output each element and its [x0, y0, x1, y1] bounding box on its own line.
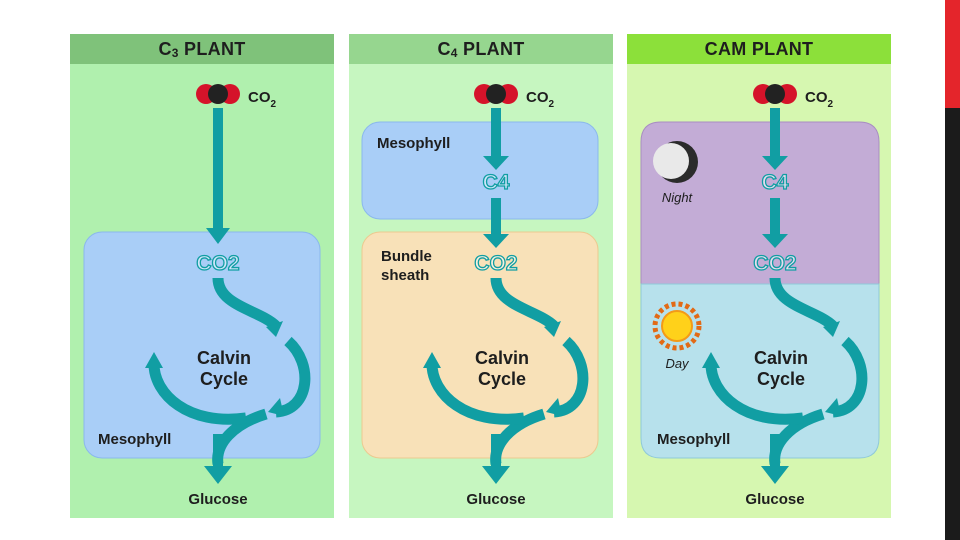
moon-icon: [653, 141, 698, 183]
co2-fixed-label: CO2: [196, 252, 239, 275]
day-label: Day: [665, 356, 690, 371]
glucose-outflow-arrow-icon: [482, 434, 510, 484]
cycle-arrowhead-icon: [266, 321, 283, 337]
calvin-cycle-label: Cycle: [200, 369, 248, 389]
mesophyll-region: [83, 231, 321, 459]
mesophyll-label: Mesophyll: [377, 135, 450, 152]
cycle-arrowhead-icon: [546, 398, 562, 416]
co2-inflow-arrow-icon: [206, 108, 230, 244]
panel-title: CAM PLANT: [627, 34, 891, 64]
co2-input-label: CO2: [526, 89, 555, 110]
c4-compound-label: C4: [483, 171, 510, 194]
bundle-sheath-region: [361, 231, 599, 459]
c4-compound-label: C4: [762, 171, 789, 194]
calvin-cycle-label: Calvin: [197, 348, 251, 368]
calvin-cycle-label: Cycle: [757, 369, 805, 389]
c4-transfer-arrow-icon: [483, 198, 509, 248]
calvin-cycle-label: Calvin: [475, 348, 529, 368]
cycle-arrowhead-icon: [544, 321, 561, 337]
cam-diagram: Night Day CO2 C4 CO2: [640, 84, 880, 508]
night-region: [640, 121, 880, 285]
calvin-cycle-label: Calvin: [754, 348, 808, 368]
glucose-label: Glucose: [745, 491, 804, 508]
calvin-cycle-arrows-icon: [426, 277, 589, 465]
bundle-sheath-label: Bundle: [381, 248, 432, 265]
night-label: Night: [662, 190, 694, 205]
cycle-arrowhead-icon: [823, 321, 840, 337]
edge-accent-black: [945, 108, 960, 540]
c3-diagram: CO2 CO2 Calvin Cycle Mesophyll Glucose: [83, 84, 321, 508]
co2-released-label: CO2: [474, 252, 517, 275]
bundle-sheath-label: sheath: [381, 267, 429, 284]
co2-inflow-arrow-icon: [762, 108, 788, 170]
cycle-arrowhead-icon: [423, 352, 441, 368]
c4-diagram: CO2 Mesophyll C4 Bundle sheath CO2 Calvi…: [361, 84, 599, 508]
glucose-label: Glucose: [188, 491, 247, 508]
cycle-arrowhead-icon: [145, 352, 163, 368]
mesophyll-label: Mesophyll: [98, 431, 171, 448]
cycle-arrowhead-icon: [268, 398, 284, 416]
glucose-label: Glucose: [466, 491, 525, 508]
panel-cam-plant: CAM PLANT Night Day CO2 C4 CO2: [627, 34, 891, 518]
co2-released-label: CO2: [753, 252, 796, 275]
sun-icon: [652, 301, 702, 351]
glucose-outflow-arrow-icon: [761, 434, 789, 484]
edge-accent-red: [945, 0, 960, 108]
cycle-arrowhead-icon: [825, 398, 841, 416]
cycle-arrowhead-icon: [702, 352, 720, 368]
glucose-outflow-arrow-icon: [204, 434, 232, 484]
co2-inflow-arrow-icon: [483, 108, 509, 170]
mesophyll-region: [361, 121, 599, 220]
co2-molecule-icon: [474, 84, 518, 104]
co2-input-label: CO2: [805, 89, 834, 110]
co2-molecule-icon: [753, 84, 797, 104]
co2-molecule-icon: [196, 84, 240, 104]
mesophyll-label: Mesophyll: [657, 431, 730, 448]
calvin-cycle-label: Cycle: [478, 369, 526, 389]
c4-transfer-arrow-icon: [762, 198, 788, 248]
co2-input-label: CO2: [248, 89, 277, 110]
